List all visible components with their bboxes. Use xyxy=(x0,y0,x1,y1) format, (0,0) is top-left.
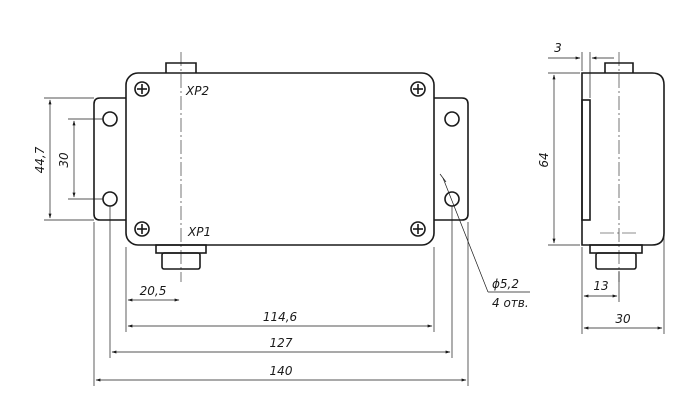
dim-height-inner: 30 xyxy=(57,152,71,168)
dim-height-outer: 44,7 xyxy=(33,146,47,173)
corner-screw-top-left xyxy=(134,81,150,97)
dim-side-height: 64 xyxy=(537,152,551,167)
hole-diameter-label: ϕ5,2 xyxy=(492,277,519,291)
left-mounting-bracket xyxy=(93,97,126,221)
dim-width-total: 140 xyxy=(270,364,293,378)
dim-width-holes: 127 xyxy=(270,336,293,350)
mounting-hole-right-bottom xyxy=(444,191,460,207)
enclosure-body xyxy=(125,72,435,246)
corner-screw-top-right xyxy=(410,81,426,97)
xp1-label: XP1 xyxy=(187,225,211,239)
right-mounting-bracket xyxy=(434,97,469,221)
mounting-hole-left-top xyxy=(102,111,118,127)
dim-offset-xp1: 20,5 xyxy=(140,284,167,298)
front-view: XP2 XP1 ϕ5,2 4 отв. 44,7 30 20,5 114,6 xyxy=(33,52,530,386)
side-body xyxy=(581,72,665,246)
dim-side-depth: 30 xyxy=(615,312,631,326)
dim-side-lip: 3 xyxy=(554,41,562,55)
side-mounting-lip xyxy=(581,99,591,221)
side-view: 3 64 13 30 xyxy=(537,41,665,334)
hole-callout-leader xyxy=(442,177,489,293)
corner-screw-bottom-right xyxy=(410,221,426,237)
mounting-hole-right-top xyxy=(444,111,460,127)
dim-side-connector: 13 xyxy=(593,279,608,293)
corner-screw-bottom-left xyxy=(134,221,150,237)
xp2-label: XP2 xyxy=(185,84,209,98)
mounting-hole-left-bottom xyxy=(102,191,118,207)
side-bottom-connector xyxy=(589,244,643,270)
dim-width-body: 114,6 xyxy=(263,310,298,324)
hole-count-label: 4 отв. xyxy=(492,296,529,310)
hole-callout-tick xyxy=(439,173,447,183)
